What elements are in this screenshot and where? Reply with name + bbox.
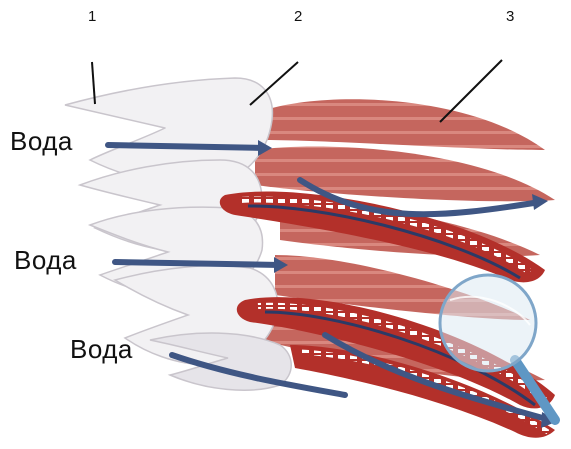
arrow-top: [108, 145, 265, 148]
water-label-bottom: Вода: [70, 334, 133, 365]
label-number-3: 3: [506, 8, 514, 25]
water-label-top: Вода: [10, 126, 73, 157]
label-number-2: 2: [294, 8, 302, 25]
arrow-middle: [115, 262, 280, 265]
label-number-1: 1: [88, 8, 96, 25]
water-label-middle: Вода: [14, 245, 77, 276]
